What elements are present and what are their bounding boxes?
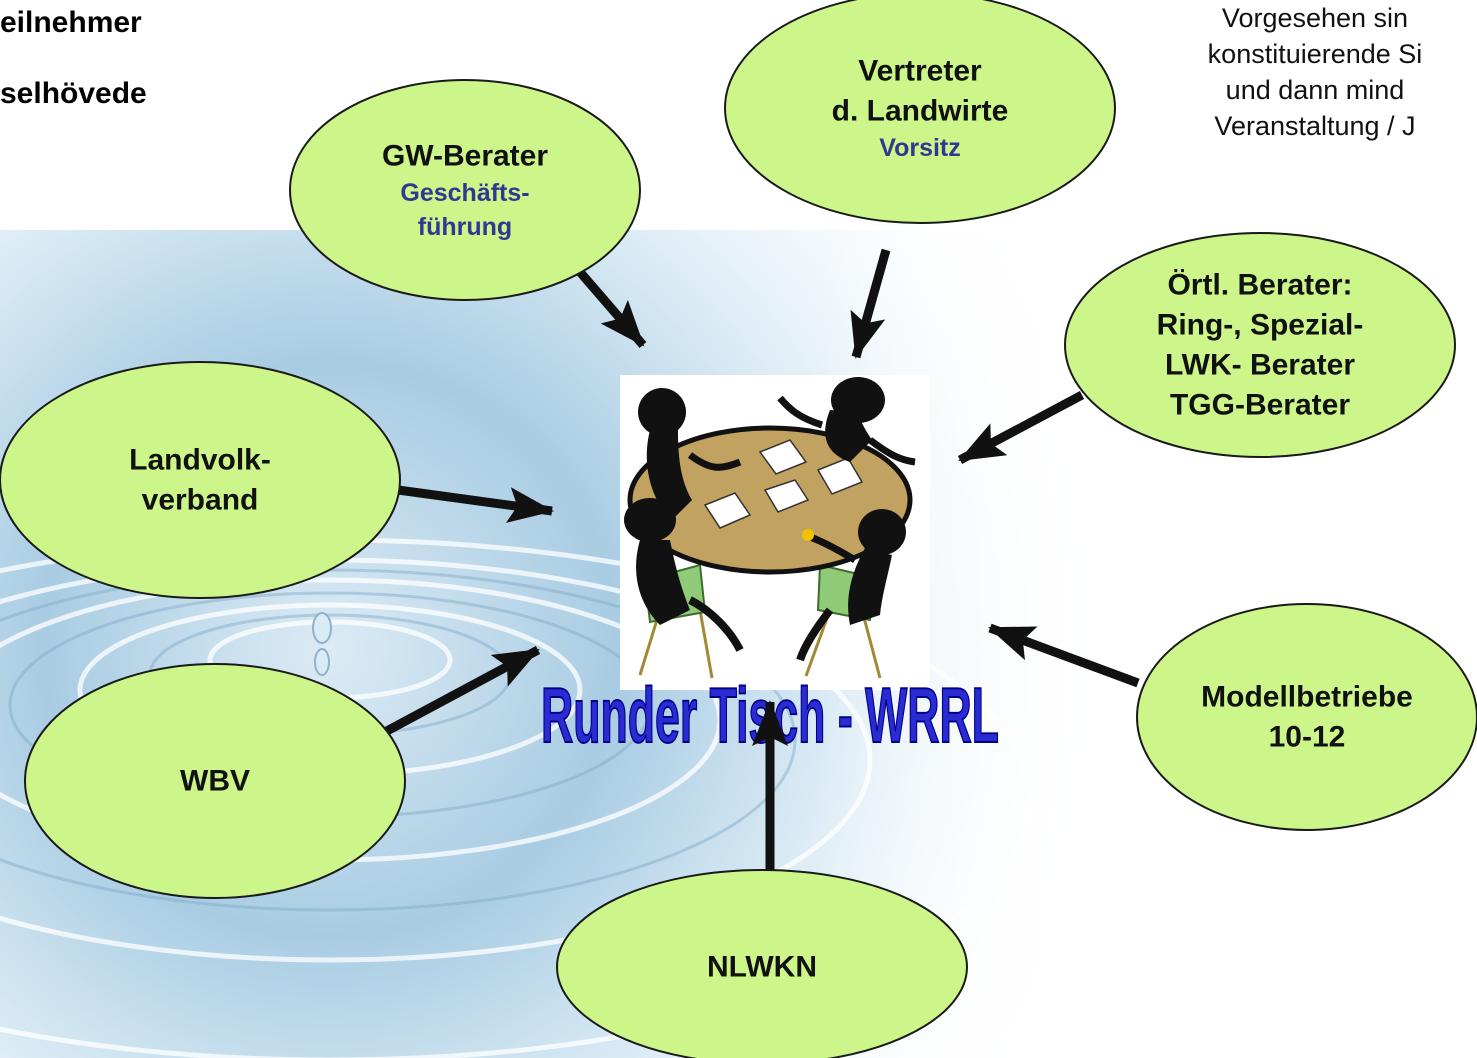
node-title: Örtl. Berater: bbox=[1167, 269, 1352, 302]
arrow-modellbetriebe bbox=[988, 623, 1140, 688]
node-ellipse bbox=[1136, 603, 1477, 831]
node-subtitle: Vorsitz bbox=[879, 134, 961, 162]
node-ellipse bbox=[0, 361, 401, 599]
node-title: Vertreter bbox=[858, 55, 982, 88]
arrow-vertreter-landwirte bbox=[850, 248, 891, 359]
node-ellipse bbox=[1064, 232, 1456, 458]
node-title: LWK- Berater bbox=[1165, 349, 1355, 382]
note-line: Vorgesehen sin bbox=[1221, 3, 1409, 33]
arrow-gw-berater bbox=[576, 269, 647, 348]
node-subtitle: Geschäfts- bbox=[400, 179, 529, 207]
arrow-landvolkverband bbox=[397, 485, 554, 523]
arrow-oertl-berater bbox=[957, 391, 1085, 464]
node-ellipse bbox=[724, 0, 1116, 224]
arrows bbox=[382, 248, 1140, 888]
node-nlwkn: NLWKN bbox=[556, 869, 968, 1058]
node-wbv: WBV bbox=[24, 663, 406, 899]
node-modellbetriebe: Modellbetriebe 10-12 bbox=[1136, 603, 1477, 831]
node-title: TGG-Berater bbox=[1170, 389, 1350, 422]
arrow-wbv bbox=[382, 646, 541, 736]
node-title: NLWKN bbox=[707, 951, 817, 984]
node-title: d. Landwirte bbox=[832, 95, 1009, 128]
node-title: 10-12 bbox=[1269, 721, 1346, 754]
node-ellipse bbox=[24, 663, 406, 899]
node-oertl-berater: Örtl. Berater: Ring-, Spezial- LWK- Berate… bbox=[1064, 232, 1456, 458]
node-ellipse bbox=[289, 79, 641, 301]
node-title: WBV bbox=[180, 765, 250, 798]
node-ellipse bbox=[556, 869, 968, 1058]
node-landvolkverband: Landvolk-verband bbox=[0, 361, 401, 599]
round-table-meeting-illustration bbox=[620, 375, 930, 690]
header-line-2: selhövede bbox=[0, 77, 147, 110]
header-line-1: eilnehmer bbox=[0, 6, 142, 39]
note-line: konstituierende Si bbox=[1207, 39, 1423, 69]
note-line: Veranstaltung / J bbox=[1214, 111, 1416, 141]
node-title: verband bbox=[142, 484, 259, 517]
note-line: und dann mind bbox=[1225, 75, 1405, 105]
node-title: Modellbetriebe bbox=[1201, 681, 1413, 714]
node-title: GW-Berater bbox=[382, 140, 548, 173]
node-subtitle: führung bbox=[418, 213, 512, 241]
node-title: Ring-, Spezial- bbox=[1157, 309, 1364, 342]
node-title: Landvolk- bbox=[129, 444, 271, 477]
note-text: Vorgesehen sin konstituierende Si und da… bbox=[1150, 0, 1477, 144]
